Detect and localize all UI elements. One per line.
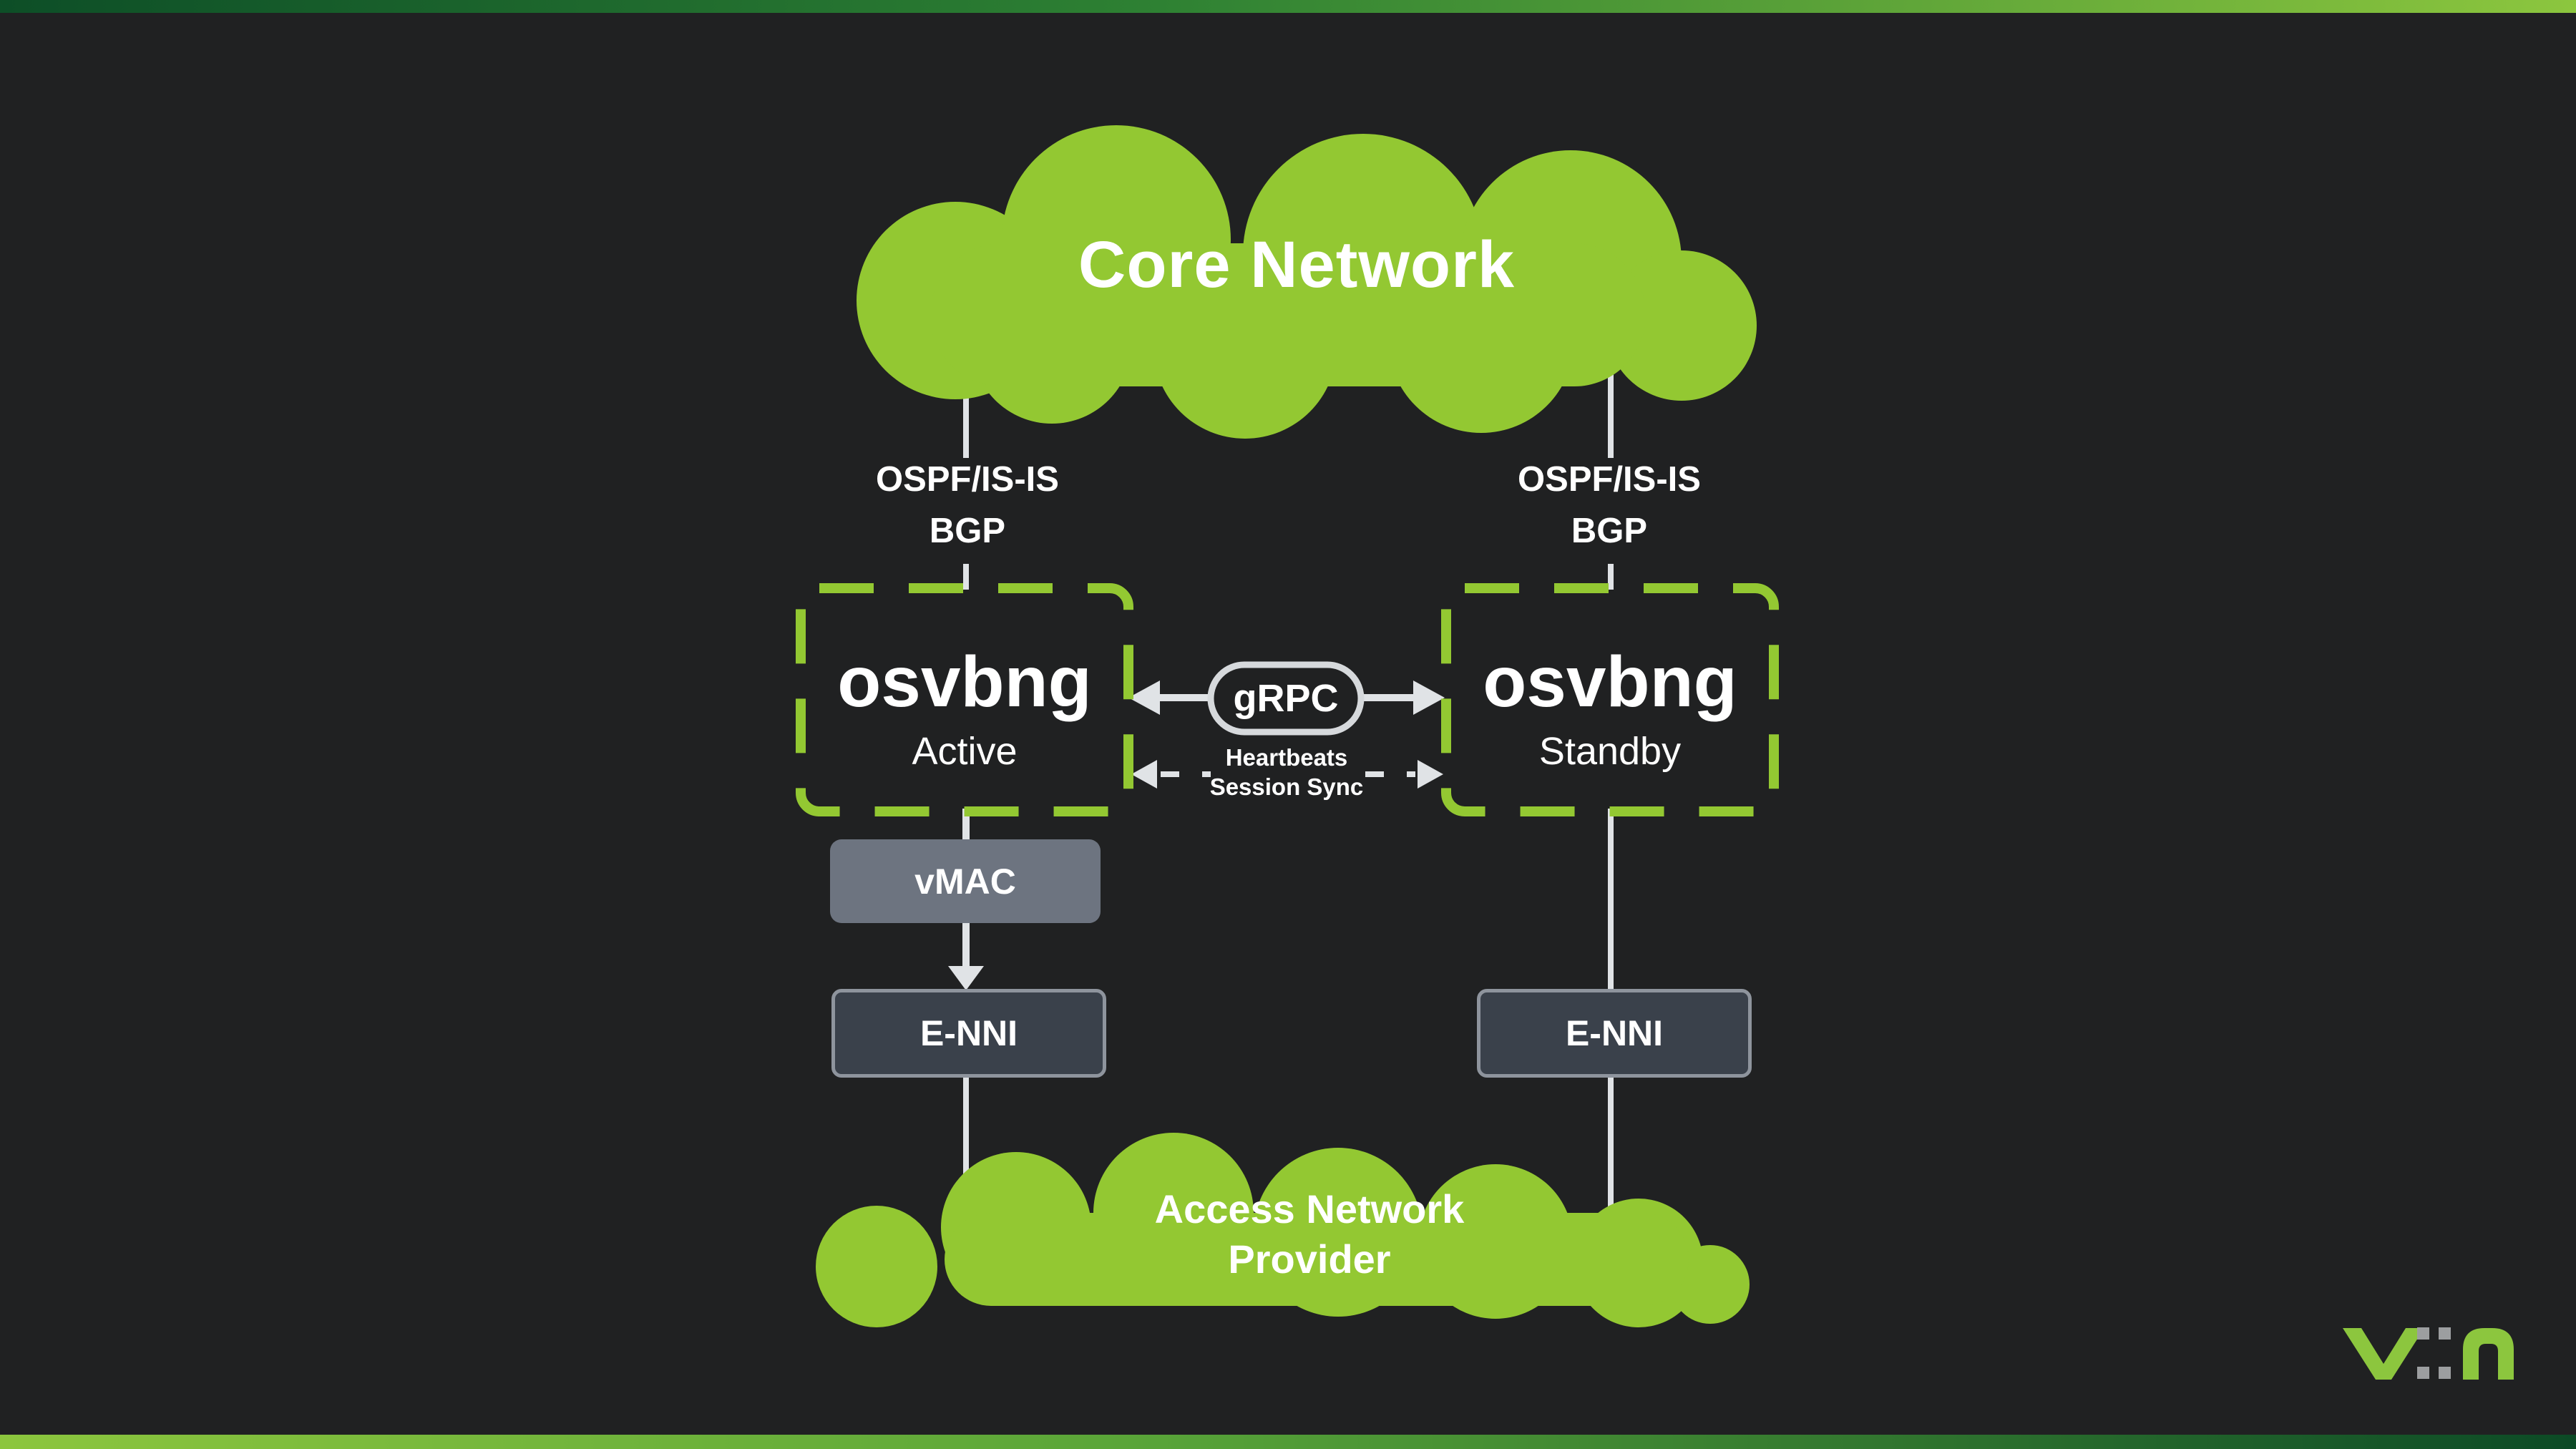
bottom-gradient-bar	[0, 1435, 2576, 1449]
protocol-right-line1: OSPF/IS-IS	[1518, 460, 1701, 499]
protocol-label-right: OSPF/IS-IS BGP	[1466, 454, 1752, 557]
protocol-left-line2: BGP	[929, 512, 1006, 550]
osvbng-active-state: Active	[912, 730, 1018, 773]
brand-logo	[2343, 1327, 2514, 1380]
vmac-to-enni-arrowhead	[948, 966, 984, 990]
logo-dots-icon	[2417, 1327, 2451, 1379]
protocol-label-left: OSPF/IS-IS BGP	[824, 454, 1111, 557]
sync-label: Heartbeats Session Sync	[1174, 743, 1400, 801]
protocol-right-line2: BGP	[1571, 512, 1648, 550]
vmac-label: vMAC	[914, 861, 1016, 902]
sync-label-line2: Session Sync	[1209, 774, 1364, 800]
enni-box-right: E-NNI	[1477, 989, 1752, 1078]
grpc-arrowhead-right	[1413, 680, 1445, 715]
access-cloud-line1: Access Network	[1154, 1186, 1465, 1231]
access-cloud-line2: Provider	[1228, 1236, 1391, 1282]
protocol-left-line1: OSPF/IS-IS	[876, 460, 1059, 499]
grpc-label: gRPC	[1233, 677, 1339, 720]
heartbeat-arrowhead-left	[1131, 760, 1157, 789]
osvbng-standby-title: osvbng	[1483, 642, 1737, 722]
vmac-box: vMAC	[830, 839, 1101, 923]
enni-box-left: E-NNI	[831, 989, 1106, 1078]
logo-letter-n	[2463, 1328, 2514, 1380]
core-cloud-label: Core Network	[1078, 228, 1516, 301]
logo-letter-v	[2343, 1328, 2424, 1380]
top-gradient-bar	[0, 0, 2576, 13]
sync-label-line1: Heartbeats	[1225, 744, 1348, 771]
heartbeat-arrow	[1131, 760, 1443, 789]
access-network-cloud	[816, 1133, 1750, 1327]
core-network-cloud	[857, 125, 1757, 439]
osvbng-active-title: osvbng	[837, 642, 1092, 722]
osvbng-active-box	[796, 583, 1133, 816]
grpc-pill	[1207, 661, 1365, 736]
enni-right-label: E-NNI	[1565, 1013, 1664, 1053]
access-cloud-label: Access Network Provider	[1023, 1184, 1596, 1284]
osvbng-standby-box	[1441, 583, 1779, 816]
osvbng-standby-state: Standby	[1538, 730, 1682, 773]
heartbeat-arrowhead-right	[1418, 760, 1443, 789]
enni-left-label: E-NNI	[919, 1013, 1018, 1053]
grpc-arrowhead-left	[1128, 680, 1160, 715]
